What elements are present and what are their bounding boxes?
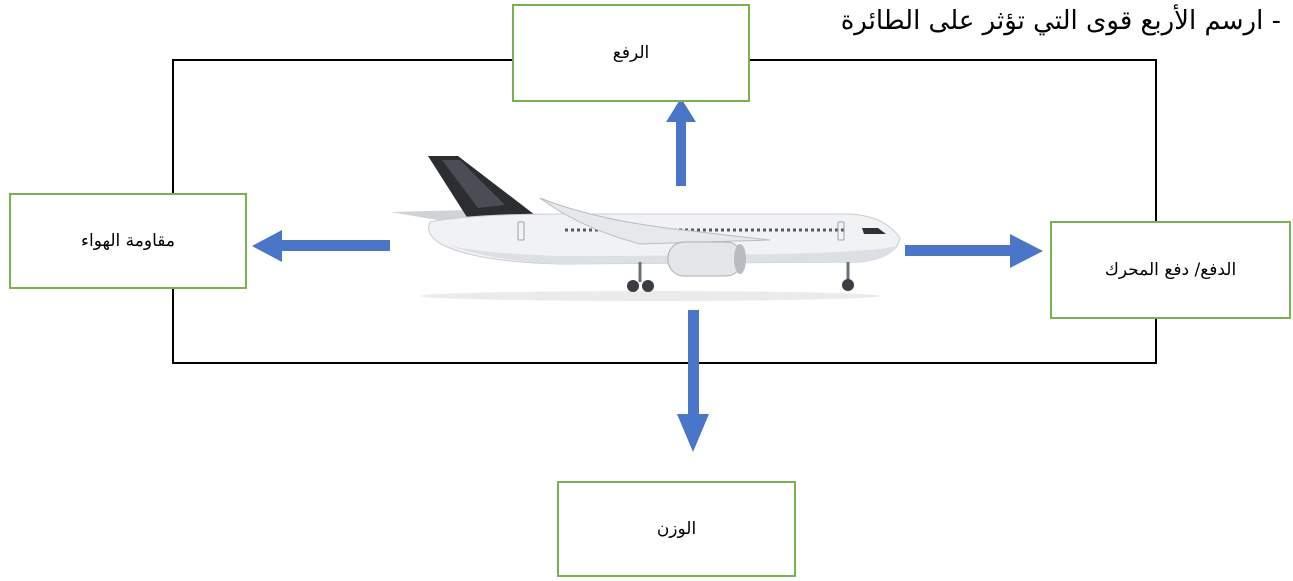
force-label-weight: الوزن [656,519,697,539]
arrow-drag [252,230,390,262]
instruction-text: - ارسم الأربع قوى التي تؤثر على الطائرة [840,6,1281,36]
force-label-lift: الرفع [612,43,650,63]
airplane-main-wheel-1 [627,280,639,292]
airplane-cockpit [862,228,886,234]
airplane-door-rear [517,221,525,241]
force-label-thrust: الدفع/ دفع المحرك [1104,260,1237,280]
airplane-tail-highlight [442,160,505,208]
force-box-drag: مقاومة الهواء [9,193,247,289]
arrow-thrust [905,234,1043,268]
airplane-door-front [837,221,845,241]
arrow-weight [677,310,709,452]
force-box-weight: الوزن [557,481,796,577]
force-label-drag: مقاومة الهواء [81,231,175,251]
airplane-nose-wheel [842,279,854,291]
airplane-engine-intake [734,244,746,274]
airplane-shadow [420,291,880,301]
airplane-belly [450,246,898,264]
airplane-engine [667,241,743,277]
arrow-lift [666,98,696,186]
force-box-thrust: الدفع/ دفع المحرك [1050,221,1291,319]
airplane-main-wheel-2 [642,280,654,292]
airplane-near-wing [539,197,771,245]
force-box-lift: الرفع [512,4,750,102]
